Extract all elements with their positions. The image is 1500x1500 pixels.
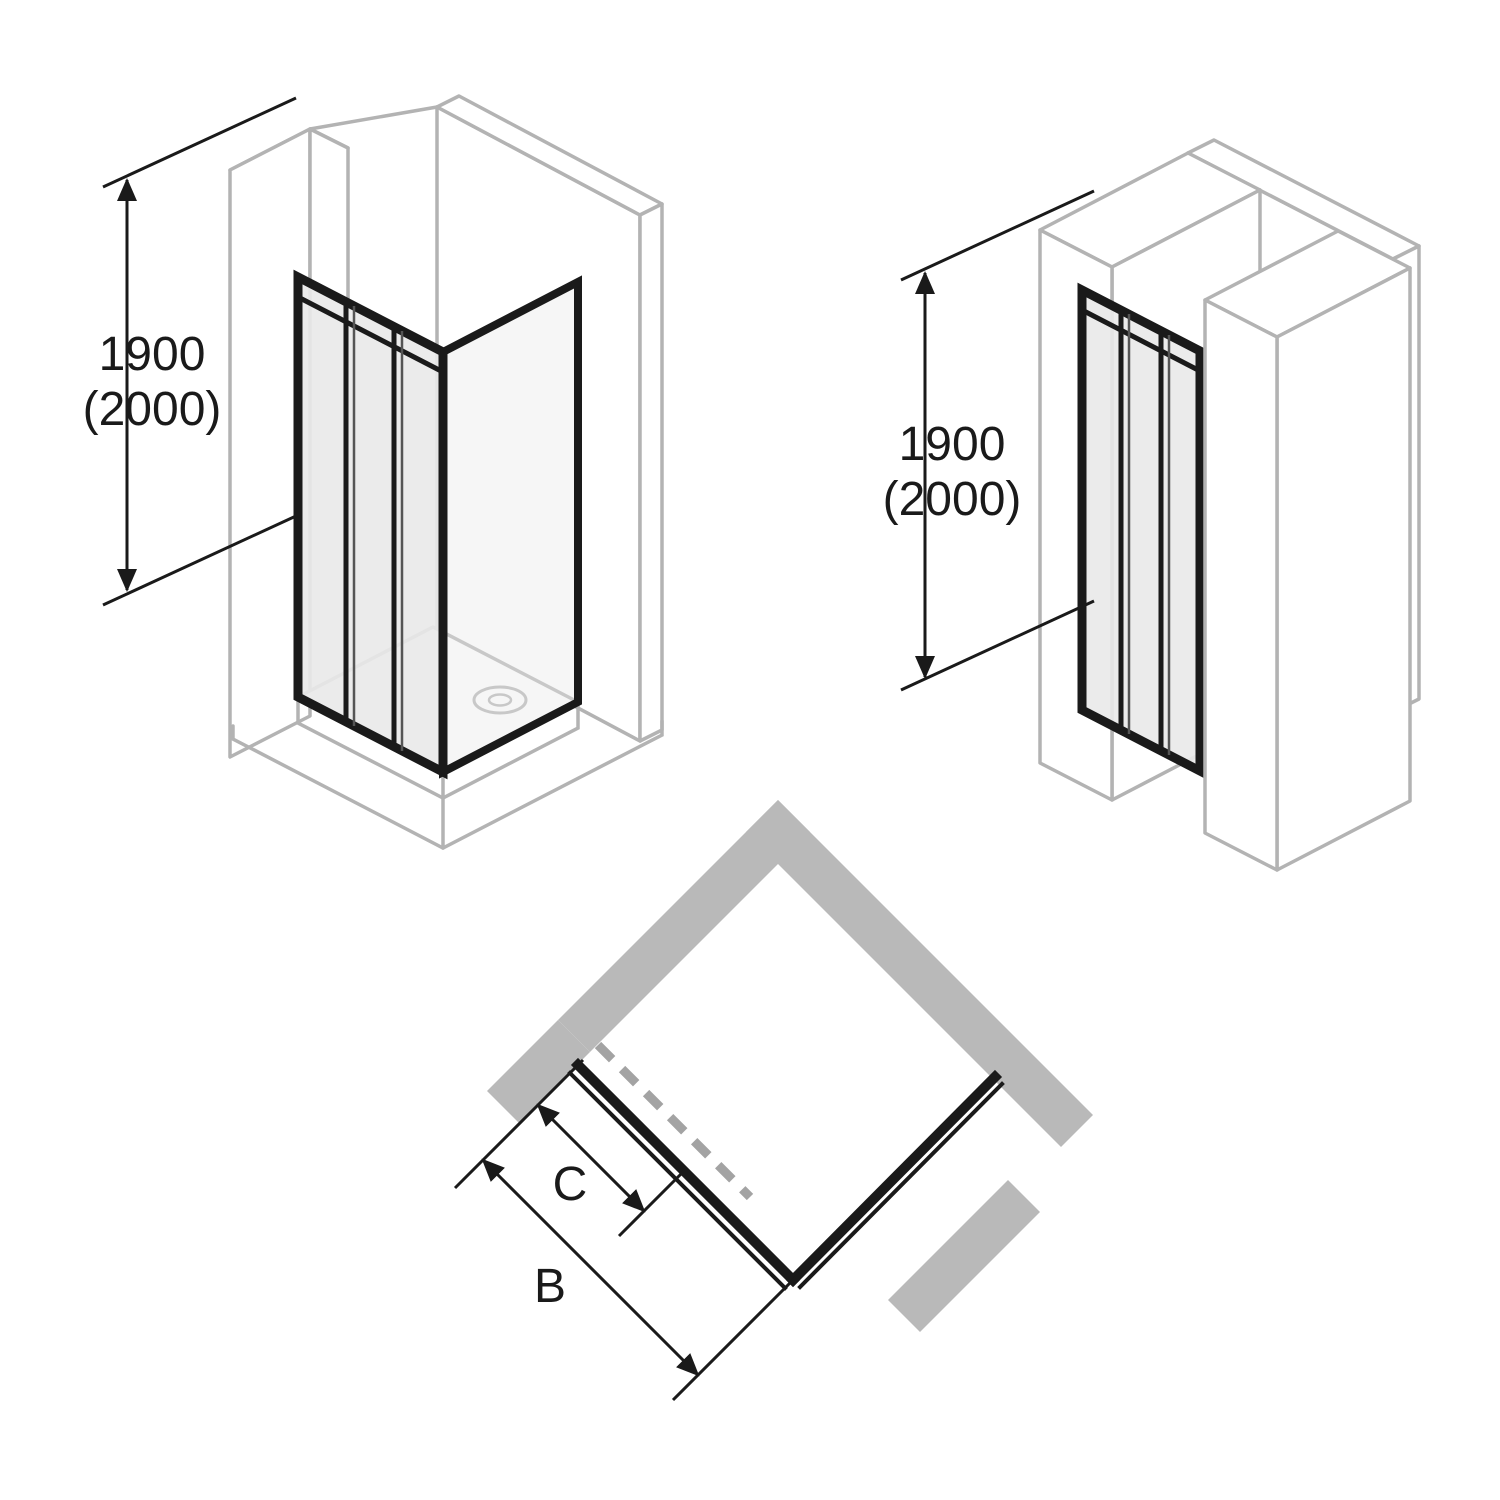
height-dimension-left: 1900 (2000)	[83, 96, 297, 607]
left-view-walls	[228, 94, 664, 850]
side-panel	[439, 275, 582, 779]
extension-line-shared	[453, 1058, 585, 1190]
height-dimension-value: 1900	[99, 328, 206, 381]
plan-wall-right	[746, 800, 1093, 1147]
plan-view: C B	[453, 800, 1093, 1402]
niche-door-top-rail	[1080, 307, 1202, 374]
niche-right-wall-outer	[1275, 266, 1412, 872]
height-dimension-right: 1900 (2000)	[883, 189, 1095, 692]
left-wall-side-face	[308, 127, 350, 304]
c-dimension-label: C	[553, 1158, 588, 1211]
height-dimension-alt: (2000)	[83, 383, 222, 436]
door-top-rail	[296, 294, 445, 375]
plan-return-wall	[888, 1180, 1040, 1332]
extension-line-top	[102, 96, 297, 189]
drain	[472, 685, 528, 715]
b-dimension-label: B	[534, 1260, 566, 1313]
extension-line-c-end	[617, 1169, 686, 1238]
plan-door-glass-line	[567, 1070, 788, 1291]
extension-line-b-end	[671, 1273, 800, 1402]
plan-side-panel-track	[785, 1069, 1003, 1288]
niche-right-wall-end	[1203, 298, 1279, 872]
plan-door-track	[570, 1057, 801, 1288]
left-wall-front-face	[228, 127, 312, 759]
height-dimension-value: 1900	[899, 418, 1006, 471]
tray-skirt	[296, 695, 580, 800]
drain-inner-ring	[487, 693, 513, 707]
plan-dimensions: C B	[453, 1058, 800, 1402]
b-dimension-arrow	[481, 1158, 700, 1377]
plan-walls	[487, 800, 1093, 1374]
height-dimension-alt: (2000)	[883, 473, 1022, 526]
extension-line-top	[900, 189, 1095, 282]
niche-sliding-door	[1077, 282, 1205, 779]
plan-wall-left	[558, 800, 810, 1052]
plan-side-panel-glass-line	[797, 1081, 1005, 1290]
left-view: 1900 (2000)	[83, 94, 664, 850]
wall-top-connector	[308, 105, 439, 131]
right-view: 1900 (2000)	[883, 138, 1421, 872]
door-frame	[293, 269, 448, 780]
sliding-door	[293, 269, 448, 780]
back-wall-end-face	[638, 202, 664, 743]
plan-dashed-panel-line	[594, 1041, 754, 1201]
plan-wall-left-stub	[487, 1020, 590, 1123]
right-view-right-wall	[1203, 229, 1412, 872]
niche-door-frame	[1077, 282, 1205, 779]
